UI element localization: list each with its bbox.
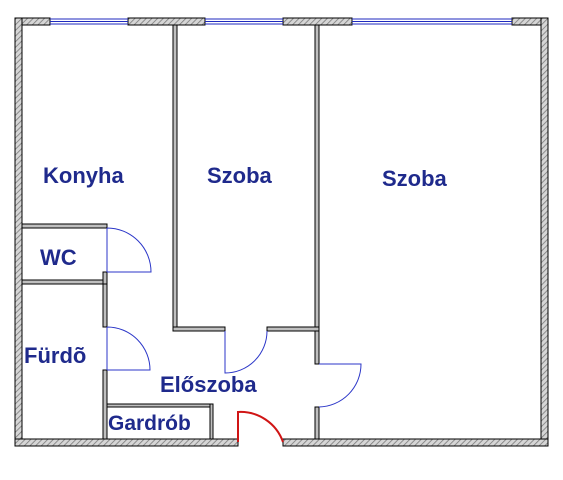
doors	[106, 227, 362, 408]
wall-wc-top	[21, 223, 108, 229]
wall-bath-right-upper	[102, 283, 108, 328]
wall-wc-bath	[21, 279, 108, 285]
wall-middle-room-bottom-left	[172, 326, 226, 332]
label-room-middle: Szoba	[207, 163, 273, 188]
door-large-room	[318, 363, 362, 408]
outer-wall-bottom-right	[282, 438, 549, 447]
label-hall: Előszoba	[160, 372, 257, 397]
wall-middle-room-bottom-right	[266, 326, 320, 332]
windows	[50, 18, 512, 25]
wall-rooms-divider	[314, 24, 320, 332]
label-kitchen: Konyha	[43, 163, 124, 188]
outer-wall-right	[540, 17, 549, 447]
label-wardrobe: Gardrób	[108, 412, 191, 435]
outer-wall-left	[14, 17, 23, 447]
wardrobe-wall-top	[106, 403, 214, 408]
window-kitchen	[50, 18, 128, 25]
entrance-door	[237, 410, 284, 443]
wall-bath-right-lower	[102, 369, 108, 440]
door-bathroom	[106, 326, 151, 371]
label-wc: WC	[40, 245, 77, 270]
outer-walls	[14, 17, 549, 447]
wall-hall-right-lower	[314, 406, 320, 440]
wall-kitchen-room	[172, 24, 178, 332]
window-middle-room	[205, 18, 283, 25]
wardrobe-wall-right	[209, 403, 214, 440]
label-room-large: Szoba	[382, 166, 448, 191]
wall-hall-right-upper	[314, 330, 320, 365]
window-large-room	[352, 18, 512, 25]
outer-wall-top-2	[127, 17, 206, 26]
wall-wc-right	[102, 271, 108, 285]
door-wc	[106, 227, 152, 273]
outer-wall-top-3	[282, 17, 353, 26]
interior-walls	[21, 24, 320, 440]
outer-wall-bottom-left	[14, 438, 239, 447]
label-bathroom: Fürdõ	[24, 343, 86, 368]
door-middle-room	[224, 330, 268, 374]
